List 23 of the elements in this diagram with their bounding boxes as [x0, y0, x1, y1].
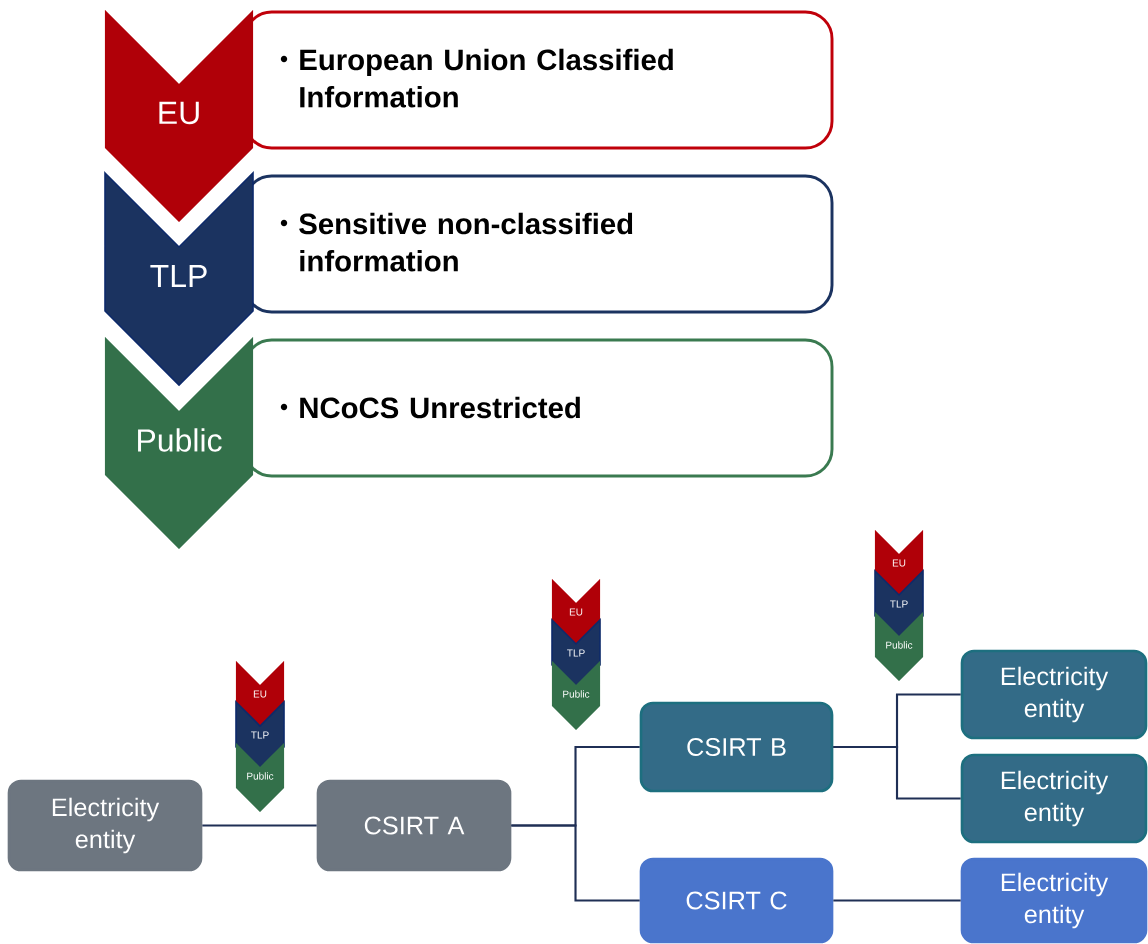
classification-banner: TLP [104, 171, 254, 387]
connector-line [833, 899, 961, 902]
process-box: CSIRT C [639, 857, 834, 944]
classification-banner: EU [874, 529, 924, 600]
process-box: Electricity entity [7, 779, 203, 872]
classification-banner: EU [235, 660, 285, 731]
text-box: Sensitive non-classified information [243, 174, 834, 314]
classification-banner: Public [551, 660, 601, 731]
process-box: Electricity entity [960, 649, 1148, 740]
process-box: CSIRT A [316, 779, 512, 872]
process-box: CSIRT B [639, 701, 834, 793]
process-box: Electricity entity [960, 857, 1148, 944]
classification-banner: Public [874, 611, 924, 682]
connector-line [511, 824, 640, 902]
classification-banner: Public [235, 742, 285, 813]
process-box: Electricity entity [960, 753, 1148, 844]
text-box: European Union Classified Information [243, 10, 834, 150]
text-box: NCoCS Unrestricted [243, 338, 834, 478]
classification-banner: EU [551, 578, 601, 649]
connector-line [833, 745, 961, 800]
connector-line [202, 824, 317, 827]
classification-banner: EU [104, 9, 254, 223]
classification-banner: Public [104, 336, 254, 550]
